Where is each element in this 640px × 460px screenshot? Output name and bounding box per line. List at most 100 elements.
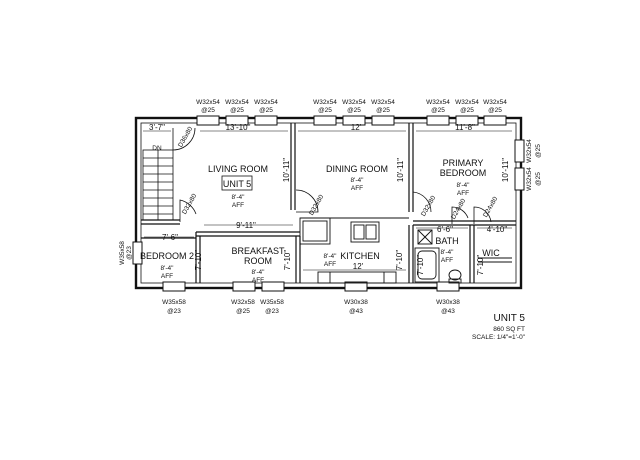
dimension-kitchen-width: 12' — [353, 262, 364, 271]
window-label: W32x54 — [455, 99, 479, 106]
window-head: @25 — [259, 107, 273, 114]
room-primary-aff: AFF — [457, 190, 469, 197]
interior-walls — [141, 123, 516, 283]
dimension-top-left: 3'-7" — [149, 123, 165, 132]
windows-bottom-labels: W35x58 @23 W32x58 @25 W35x58 @23 W30x38 … — [162, 299, 460, 315]
dimension-primary-width: 11'-8" — [455, 123, 475, 132]
window-head: @25 — [347, 107, 361, 114]
room-wic-name: WIC — [482, 248, 500, 258]
room-dining-ceiling: 8'-4" — [351, 177, 365, 184]
window-label: W32x58 — [231, 299, 255, 306]
dimension-text: 3'-7" 13'-10" 12' 11'-8" 10'-11" 10'-11"… — [149, 123, 510, 275]
room-labels: LIVING ROOM 8'-4" AFF DINING ROOM 8'-4" … — [140, 158, 500, 284]
dimension-kitchen-depth: 7'-10" — [395, 250, 404, 271]
dimension-bedroom2-width: 7'-6" — [162, 233, 178, 242]
room-breakfast-name-2: ROOM — [244, 256, 272, 266]
dimension-lines — [143, 130, 512, 271]
window-label: W32x54 — [426, 99, 450, 106]
dimension-living-width: 13'-10" — [226, 123, 251, 132]
dimension-wic-width: 4'-10" — [487, 225, 508, 234]
dimension-bath-depth: 7'-10" — [416, 255, 425, 276]
window-head: @25 — [318, 107, 332, 114]
unit-tag: UNIT 5 — [223, 179, 251, 189]
room-living-ceiling: 8'-4" — [232, 194, 246, 201]
room-kitchen-ceiling: 8'-4" — [324, 253, 338, 260]
window-label: W32x54 — [526, 167, 533, 191]
room-bedroom2-ceiling: 8'-4" — [161, 265, 175, 272]
room-kitchen-name: KITCHEN — [340, 251, 380, 261]
door-tag-primary: D32x80 — [420, 194, 437, 217]
room-bath-name: BATH — [435, 236, 458, 246]
window-label: W35x58 — [119, 241, 126, 265]
room-breakfast-aff: AFF — [252, 277, 264, 284]
room-living-aff: AFF — [232, 202, 244, 209]
window-label: W32x54 — [313, 99, 337, 106]
window-head: @23 — [126, 246, 133, 260]
dimension-wic-depth: 7'-10" — [476, 255, 485, 276]
room-dining-aff: AFF — [351, 185, 363, 192]
room-breakfast-ceiling: 8'-4" — [252, 269, 266, 276]
dimension-primary-depth: 10'-11" — [501, 158, 510, 182]
door-tag-living: D36x80 — [177, 125, 194, 148]
unit-tag-box — [221, 175, 253, 191]
stair-label: DN — [152, 145, 162, 152]
window-label: W32x54 — [254, 99, 278, 106]
window-head: @25 — [535, 172, 542, 186]
window-head: @23 — [167, 308, 181, 315]
dimension-dining-width: 12' — [351, 123, 362, 132]
door-swings — [172, 127, 492, 224]
door-tag-wic: D24x80 — [482, 195, 499, 218]
window-head: @25 — [236, 308, 250, 315]
window-label: W32x54 — [371, 99, 395, 106]
window-label: W30x38 — [344, 299, 368, 306]
window-label: W35x58 — [260, 299, 284, 306]
window-label: W32x54 — [526, 139, 533, 163]
stair — [142, 149, 174, 221]
dimension-breakfast-width: 9'-11" — [236, 221, 256, 230]
dimension-breakfast-depth: 7'-10" — [283, 250, 292, 271]
window-label: W32x54 — [483, 99, 507, 106]
window-head: @25 — [376, 107, 390, 114]
room-kitchen-aff: AFF — [324, 261, 336, 268]
window-head: @23 — [265, 308, 279, 315]
kitchen-fixtures — [299, 217, 409, 284]
title-area: 860 SQ FT — [493, 326, 525, 333]
room-bath-ceiling: 8'-4" — [441, 249, 455, 256]
title-scale: SCALE: 1/4"=1'-0" — [472, 334, 526, 341]
door-tag-bath: D24x80 — [450, 197, 467, 220]
dimension-dining-depth: 10'-11" — [396, 158, 405, 182]
room-bedroom2-aff: AFF — [161, 273, 173, 280]
door-tag-bedroom2: D32x80 — [181, 192, 198, 215]
title-unit: UNIT 5 — [494, 313, 526, 324]
window-label: W32x54 — [196, 99, 220, 106]
window-label: W32x54 — [225, 99, 249, 106]
dimension-bedroom2-depth: 7'-10" — [194, 250, 203, 271]
door-tag-dining: D32x80 — [308, 193, 325, 216]
dimension-bath-width: 6'-6" — [437, 225, 453, 234]
title-block: UNIT 5 860 SQ FT SCALE: 1/4"=1'-0" — [472, 313, 526, 341]
windows-top-labels: W32x54 @25 W32x54 @25 W32x54 @25 W32x54 … — [196, 99, 507, 114]
window-label: W32x54 — [342, 99, 366, 106]
room-primary-name-1: PRIMARY — [443, 158, 484, 168]
bath-fixtures — [414, 229, 512, 284]
room-bath-aff: AFF — [441, 257, 453, 264]
room-bedroom2-name: BEDROOM 2 — [140, 251, 194, 261]
window-head: @25 — [488, 107, 502, 114]
room-primary-name-2: BEDROOM — [440, 168, 487, 178]
window-head: @25 — [230, 107, 244, 114]
room-dining-name: DINING ROOM — [326, 164, 388, 174]
window-head: @25 — [431, 107, 445, 114]
window-head: @43 — [349, 308, 363, 315]
room-living-name: LIVING ROOM — [208, 164, 268, 174]
window-head: @43 — [441, 308, 455, 315]
window-openings — [132, 115, 525, 292]
window-head: @25 — [535, 144, 542, 158]
window-label: W30x38 — [436, 299, 460, 306]
dimension-living-depth: 10'-11" — [282, 158, 291, 182]
window-head: @25 — [201, 107, 215, 114]
room-primary-ceiling: 8'-4" — [457, 182, 471, 189]
room-breakfast-name-1: BREAKFAST — [231, 246, 285, 256]
window-head: @25 — [460, 107, 474, 114]
window-label: W35x58 — [162, 299, 186, 306]
